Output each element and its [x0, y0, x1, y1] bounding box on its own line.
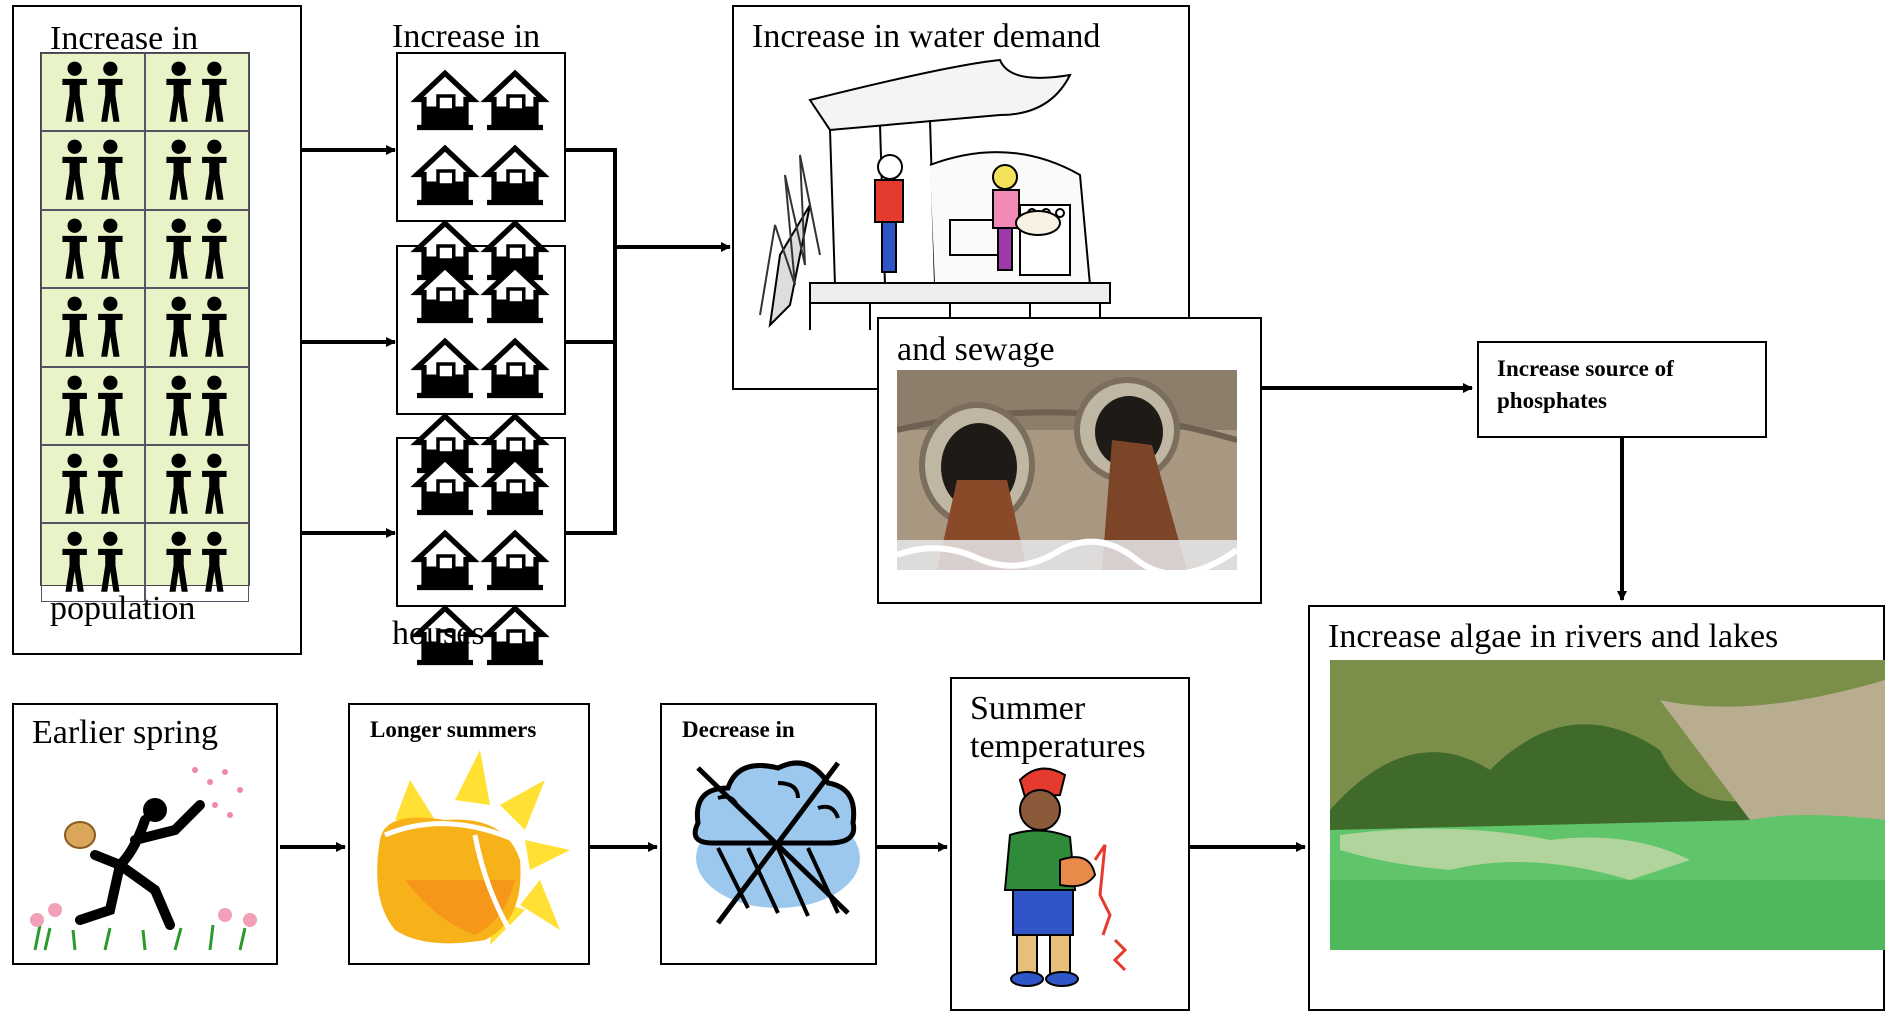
- phosphates-label: Increase source of phosphates: [1497, 356, 1674, 413]
- phosphates-box: [1477, 341, 1767, 438]
- houses-bottom-label: houses: [392, 615, 485, 652]
- pipes-icon: [897, 370, 1237, 570]
- house-icon: [480, 212, 550, 287]
- algae-label: Increase algae in rivers and lakes: [1328, 618, 1779, 655]
- house-icon: [410, 255, 480, 330]
- person-icon: [145, 209, 249, 289]
- person-icon: [41, 523, 145, 602]
- house-icon: [480, 255, 550, 330]
- house-icon: [410, 447, 480, 522]
- person-icon: [145, 288, 249, 367]
- house-icon: [410, 330, 480, 405]
- water-demand-label: Increase in water demand: [752, 18, 1101, 55]
- house-icon: [410, 405, 480, 480]
- person-icon: [145, 523, 249, 602]
- houses-grid-1: [410, 62, 550, 281]
- house-icon: [410, 62, 480, 137]
- house-icon: [480, 62, 550, 137]
- houses-grid-3: [410, 447, 550, 666]
- population-top-label: Increase in: [50, 20, 199, 57]
- person-icon: [41, 209, 145, 289]
- houses-grid-2: [410, 255, 550, 474]
- person-icon: [41, 53, 145, 132]
- sewage-label: and sewage: [897, 331, 1055, 368]
- person-icon: [41, 444, 145, 524]
- house-icon: [410, 522, 480, 597]
- house-cutaway-illustration: [759, 58, 1111, 330]
- rain-cloud-icon: [692, 760, 860, 925]
- house-icon: [480, 330, 550, 405]
- person-icon: [41, 366, 145, 445]
- house-icon: [410, 597, 480, 672]
- algae-lake-photo: [1330, 660, 1885, 950]
- person-icon: [145, 444, 249, 524]
- spring-label: Earlier spring: [32, 714, 218, 751]
- house-icon: [480, 447, 550, 522]
- person-icon: [41, 131, 145, 210]
- house-icon: [410, 137, 480, 212]
- person-icon: [145, 366, 249, 445]
- hot-person-icon: [1003, 767, 1128, 987]
- person-icon: [41, 288, 145, 367]
- houses-top-label: Increase in: [392, 18, 541, 55]
- rainfall-label: Decrease in: [682, 717, 795, 742]
- house-icon: [480, 137, 550, 212]
- running-figure-icon: [30, 767, 257, 951]
- person-icon: [145, 131, 249, 210]
- summers-label: Longer summers: [370, 717, 537, 742]
- house-icon: [480, 522, 550, 597]
- sun-icon: [377, 750, 570, 945]
- population-bottom-label: population: [50, 590, 196, 627]
- people-grid: [40, 52, 250, 602]
- person-icon: [145, 53, 249, 132]
- house-icon: [480, 597, 550, 672]
- temperatures-label: Summer temperatures: [970, 690, 1146, 765]
